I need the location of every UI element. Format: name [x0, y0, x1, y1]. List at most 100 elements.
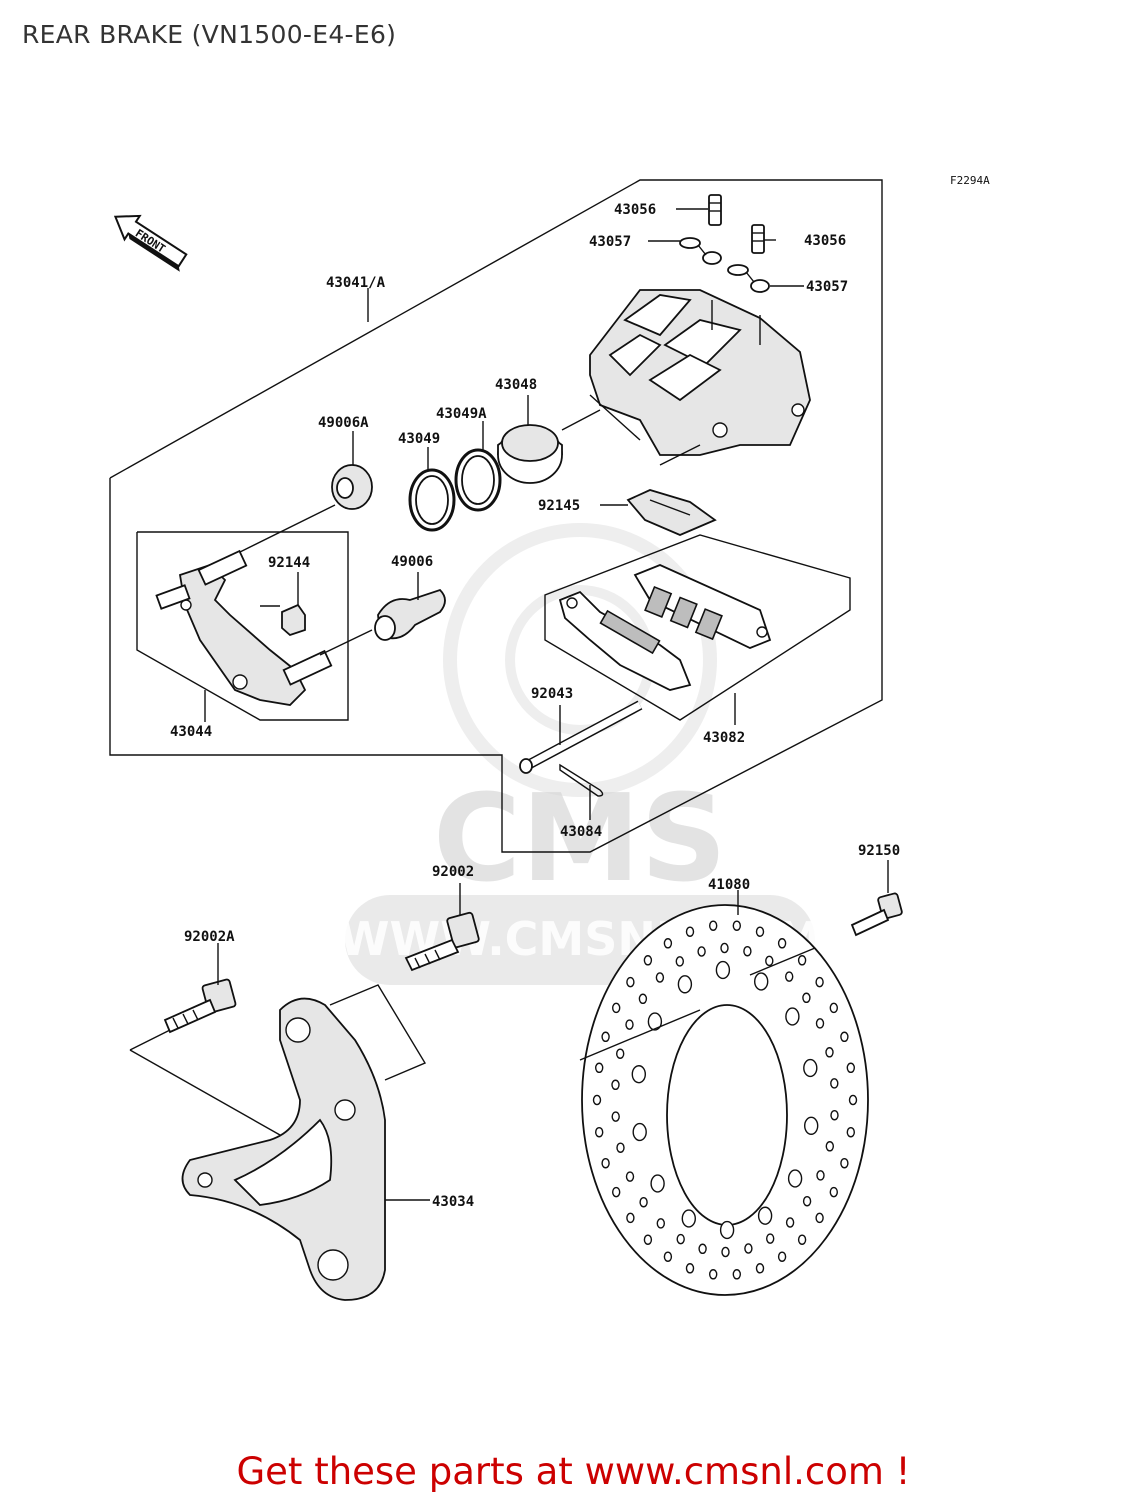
label-92150: 92150	[858, 843, 900, 859]
front-arrow-icon: FRONT	[113, 214, 188, 272]
leader-lines-lower	[129, 860, 889, 1201]
disc-hole	[829, 1002, 838, 1014]
disc-hole	[677, 975, 693, 994]
disc-hole	[802, 1195, 812, 1207]
disc-hole	[830, 1109, 839, 1121]
dust-boot-lower	[374, 588, 446, 641]
disc-hole	[663, 938, 673, 949]
disc-hole	[848, 1094, 858, 1106]
pad-set-outline	[544, 534, 851, 721]
disc-hole	[612, 1002, 621, 1014]
disc-hole	[785, 1007, 800, 1026]
disc-hole	[797, 1234, 807, 1245]
disc-hole	[743, 945, 752, 957]
brake-disc	[581, 904, 869, 1296]
disc-hole	[663, 1251, 673, 1262]
disc-hole	[815, 1018, 825, 1029]
disc-hole	[595, 1126, 604, 1138]
disc-hole	[647, 1012, 663, 1031]
disc-hole	[631, 1065, 646, 1084]
part-labels: 43056 43056 43057 43057 43041/A 43048 43…	[170, 202, 900, 1210]
disc-hole	[685, 926, 695, 937]
disc-hole	[643, 1234, 653, 1245]
disc-hole	[755, 926, 765, 937]
disc-hole	[625, 1019, 634, 1030]
disc-hole	[626, 976, 635, 988]
label-43041a: 43041/A	[326, 275, 386, 291]
label-43034: 43034	[432, 1194, 474, 1210]
label-43056-a: 43056	[614, 202, 656, 218]
label-43084: 43084	[560, 824, 602, 840]
disc-hole	[787, 1169, 803, 1188]
pad-pin	[519, 700, 643, 774]
disc-hole	[638, 993, 648, 1005]
label-92145: 92145	[538, 498, 580, 514]
label-43049: 43049	[398, 431, 440, 447]
cotter-pin	[559, 763, 604, 797]
label-92002a: 92002A	[184, 929, 235, 945]
caliper-bracket	[155, 549, 333, 706]
disc-hole	[639, 1196, 648, 1208]
disc-hole	[709, 920, 718, 931]
disc-hole	[785, 1217, 795, 1228]
brake-pad-inner	[558, 590, 692, 691]
caliper-assembly-outline	[109, 179, 883, 853]
disc-hole	[592, 1094, 602, 1106]
brake-pad-outer	[633, 564, 772, 649]
bleed-valve-1	[708, 194, 722, 226]
disc-hole	[697, 946, 706, 957]
disc-hole	[803, 1058, 818, 1078]
label-43082: 43082	[703, 730, 745, 746]
label-92043: 92043	[531, 686, 573, 702]
caliper-body	[589, 289, 811, 456]
label-41080: 41080	[708, 877, 750, 893]
disc-hole	[601, 1157, 610, 1169]
disc-hole	[797, 955, 807, 966]
disc-hole	[830, 1078, 839, 1089]
disc-hole	[802, 992, 811, 1004]
disc-hole	[765, 955, 774, 967]
bleed-cap-1	[679, 237, 722, 265]
label-92002: 92002	[432, 864, 474, 880]
disc-hole	[720, 942, 729, 954]
disc-hole	[626, 1212, 635, 1224]
disc-hole	[611, 1079, 620, 1091]
disc-hole	[698, 1243, 707, 1255]
disc-hole	[611, 1111, 620, 1122]
disc-hole	[744, 1243, 753, 1254]
bleed-valve-2	[751, 224, 765, 254]
mounting-bracket	[181, 997, 386, 1301]
disc-hole	[846, 1062, 855, 1074]
disc-hole	[840, 1157, 849, 1169]
footer-link-text[interactable]: Get these parts at www.cmsnl.com !	[236, 1450, 911, 1493]
disc-hole	[719, 1220, 735, 1240]
figure-code: F2294A	[950, 174, 990, 187]
page-title: REAR BRAKE (VN1500-E4-E6)	[22, 20, 397, 49]
disc-hole	[846, 1126, 855, 1138]
disc-hole	[650, 1174, 665, 1193]
disc-hole	[815, 976, 824, 988]
disc-hole	[676, 1233, 685, 1245]
piston-seal-small	[408, 468, 456, 532]
label-43057-b: 43057	[806, 279, 848, 295]
pad-spring	[626, 489, 717, 536]
disc-hole	[757, 1206, 773, 1225]
piston-guide-line	[561, 409, 601, 431]
pad-retainer	[281, 603, 306, 637]
disc-hole	[766, 1233, 775, 1244]
disc-hole	[612, 1186, 621, 1198]
label-43044: 43044	[170, 724, 212, 740]
disc-hole	[804, 1116, 819, 1135]
label-92144: 92144	[268, 555, 310, 571]
disc-hole	[601, 1031, 610, 1043]
disc-hole	[616, 1142, 625, 1153]
disc-hole	[755, 1263, 765, 1274]
dust-boot-upper	[331, 464, 373, 510]
disc-hole	[616, 1048, 625, 1059]
disc-hole	[777, 938, 787, 949]
disc-hole	[655, 972, 665, 983]
disc-hole	[840, 1031, 849, 1043]
watermark-logo: CMS	[433, 770, 727, 909]
disc-hole	[815, 1212, 824, 1224]
